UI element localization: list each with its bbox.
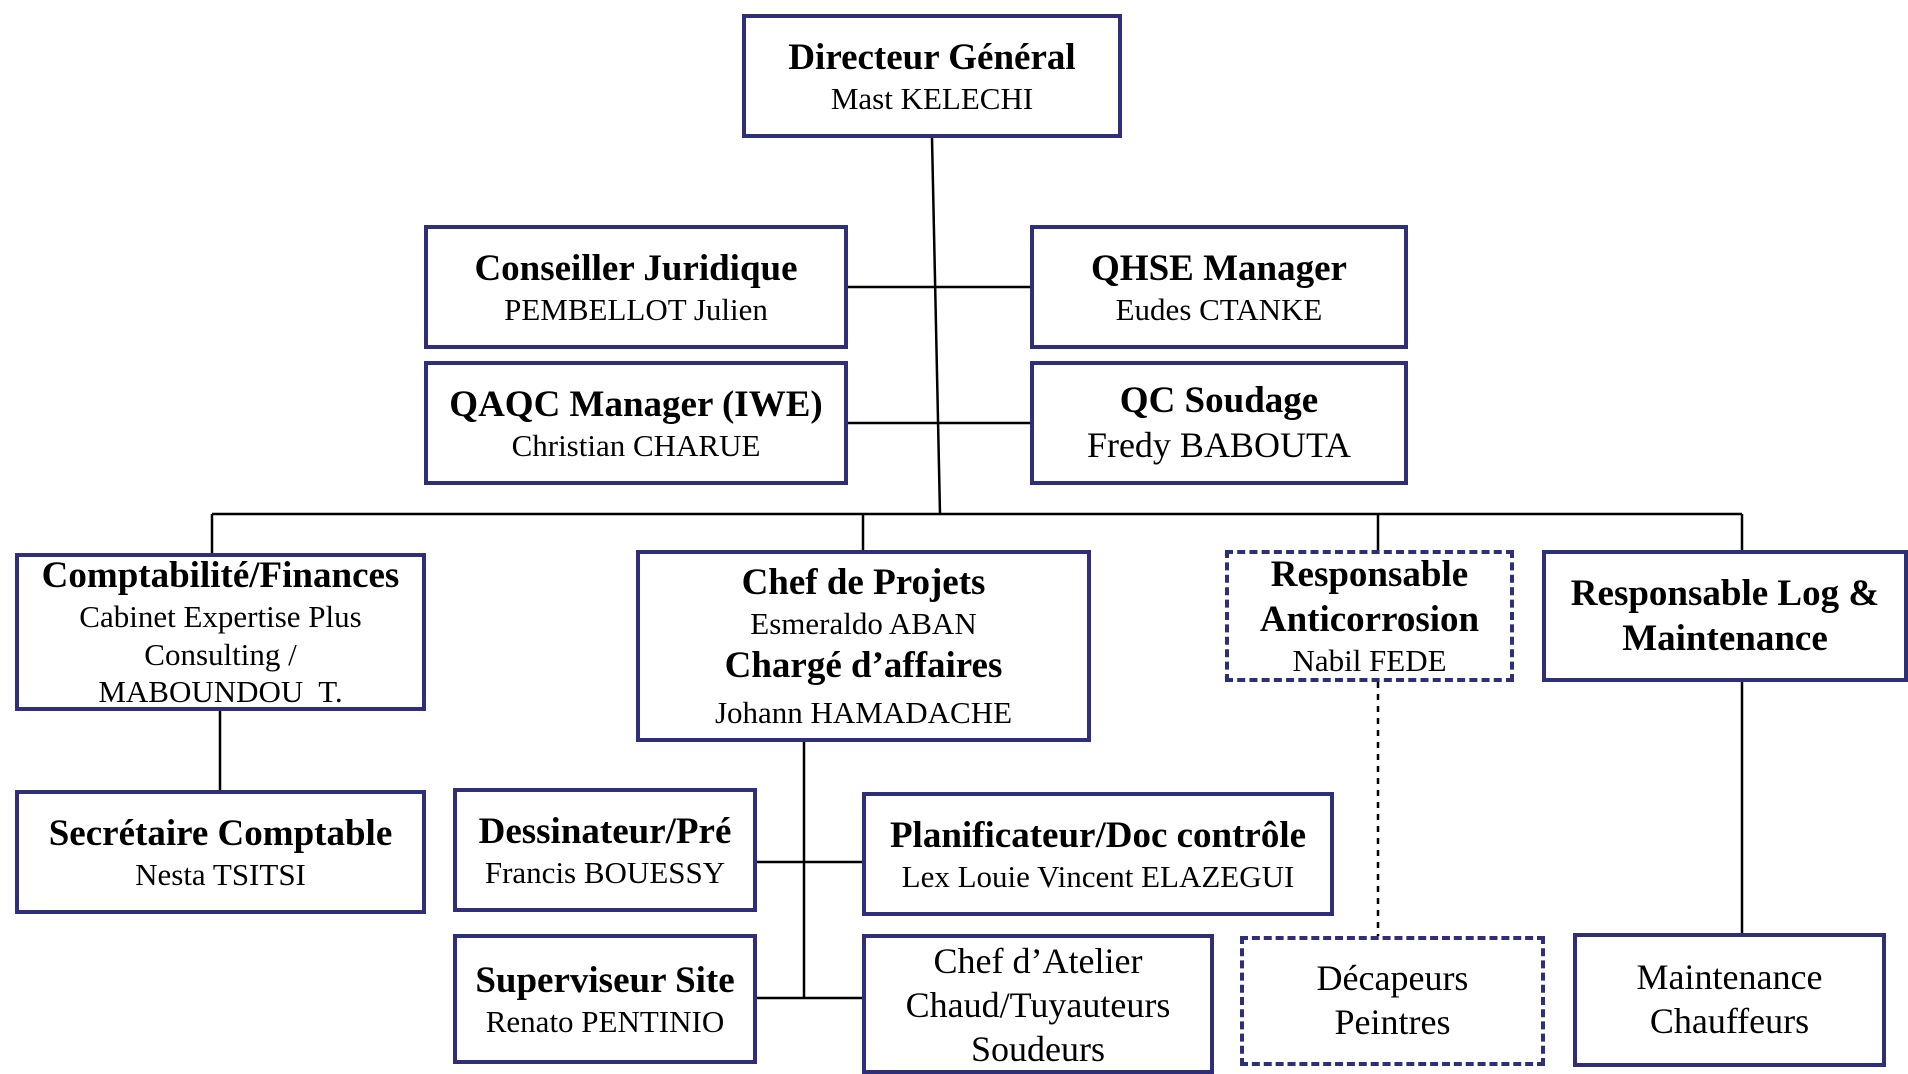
anticorrosion-title-1: Responsable: [1270, 553, 1469, 595]
painters-box: Décapeurs Peintres: [1240, 936, 1545, 1066]
finance-box: Comptabilité/Finances Cabinet Expertise …: [15, 553, 426, 711]
logistics-title-1: Responsable Log &: [1570, 572, 1880, 614]
projects-box: Chef de Projets Esmeraldo ABAN Chargé d’…: [636, 550, 1091, 742]
projects-name: Esmeraldo ABAN: [750, 606, 977, 642]
workshop-line-3: Soudeurs: [971, 1028, 1105, 1069]
qc-welding-name: Fredy BABOUTA: [1086, 424, 1352, 465]
planner-box: Planificateur/Doc contrôle Lex Louie Vin…: [862, 792, 1334, 916]
qc-welding-box: QC Soudage Fredy BABOUTA: [1030, 361, 1408, 485]
director-title: Directeur Général: [788, 36, 1076, 78]
maintenance-line-1: Maintenance: [1636, 957, 1823, 998]
qhse-box: QHSE Manager Eudes CTANKE: [1030, 225, 1408, 349]
supervisor-name: Renato PENTINIO: [485, 1003, 725, 1039]
qc-welding-title: QC Soudage: [1119, 380, 1319, 422]
supervisor-box: Superviseur Site Renato PENTINIO: [453, 934, 757, 1064]
supervisor-title: Superviseur Site: [475, 959, 735, 1001]
finance-line-1: Cabinet Expertise Plus: [79, 598, 362, 634]
legal-title: Conseiller Juridique: [474, 247, 798, 289]
finance-title: Comptabilité/Finances: [41, 554, 400, 596]
secretary-title: Secrétaire Comptable: [48, 812, 393, 854]
secretary-name: Nesta TSITSI: [135, 856, 306, 892]
painters-line-1: Décapeurs: [1316, 958, 1469, 999]
workshop-line-1: Chef d’Atelier: [933, 941, 1143, 981]
designer-title: Dessinateur/Pré: [478, 810, 732, 852]
anticorrosion-name: Nabil FEDE: [1292, 643, 1447, 679]
logistics-title-2: Maintenance: [1622, 618, 1828, 659]
director-name: Mast KELECHI: [830, 80, 1034, 116]
workshop-line-2: Chaud/Tuyauteurs: [905, 984, 1171, 1025]
logistics-box: Responsable Log & Maintenance: [1542, 550, 1908, 682]
legal-box: Conseiller Juridique PEMBELLOT Julien: [424, 225, 848, 349]
workshop-box: Chef d’Atelier Chaud/Tuyauteurs Soudeurs: [862, 934, 1214, 1074]
qaqc-box: QAQC Manager (IWE) Christian CHARUE: [424, 361, 848, 485]
legal-name: PEMBELLOT Julien: [504, 291, 768, 327]
planner-title: Planificateur/Doc contrôle: [889, 814, 1307, 856]
director-box: Directeur Général Mast KELECHI: [742, 14, 1122, 138]
projects-name-2: Johann HAMADACHE: [714, 695, 1013, 731]
anticorrosion-title-2: Anticorrosion: [1259, 599, 1480, 641]
qhse-name: Eudes CTANKE: [1115, 291, 1323, 327]
qaqc-title: QAQC Manager (IWE): [449, 383, 823, 425]
finance-line-2: Consulting /: [144, 636, 297, 672]
qhse-title: QHSE Manager: [1091, 247, 1347, 289]
maintenance-box: Maintenance Chauffeurs: [1573, 933, 1886, 1067]
designer-box: Dessinateur/Pré Francis BOUESSY: [453, 788, 757, 912]
painters-line-2: Peintres: [1334, 1002, 1451, 1042]
planner-name: Lex Louie Vincent ELAZEGUI: [901, 858, 1295, 894]
qaqc-name: Christian CHARUE: [511, 427, 761, 463]
designer-name: Francis BOUESSY: [484, 854, 726, 890]
secretary-box: Secrétaire Comptable Nesta TSITSI: [15, 790, 426, 914]
finance-line-3: MABOUNDOU T.: [98, 674, 343, 710]
projects-title-2: Chargé d’affaires: [724, 645, 1003, 686]
projects-title: Chef de Projets: [741, 562, 986, 604]
maintenance-line-2: Chauffeurs: [1649, 1001, 1810, 1041]
anticorrosion-box: Responsable Anticorrosion Nabil FEDE: [1225, 550, 1514, 682]
